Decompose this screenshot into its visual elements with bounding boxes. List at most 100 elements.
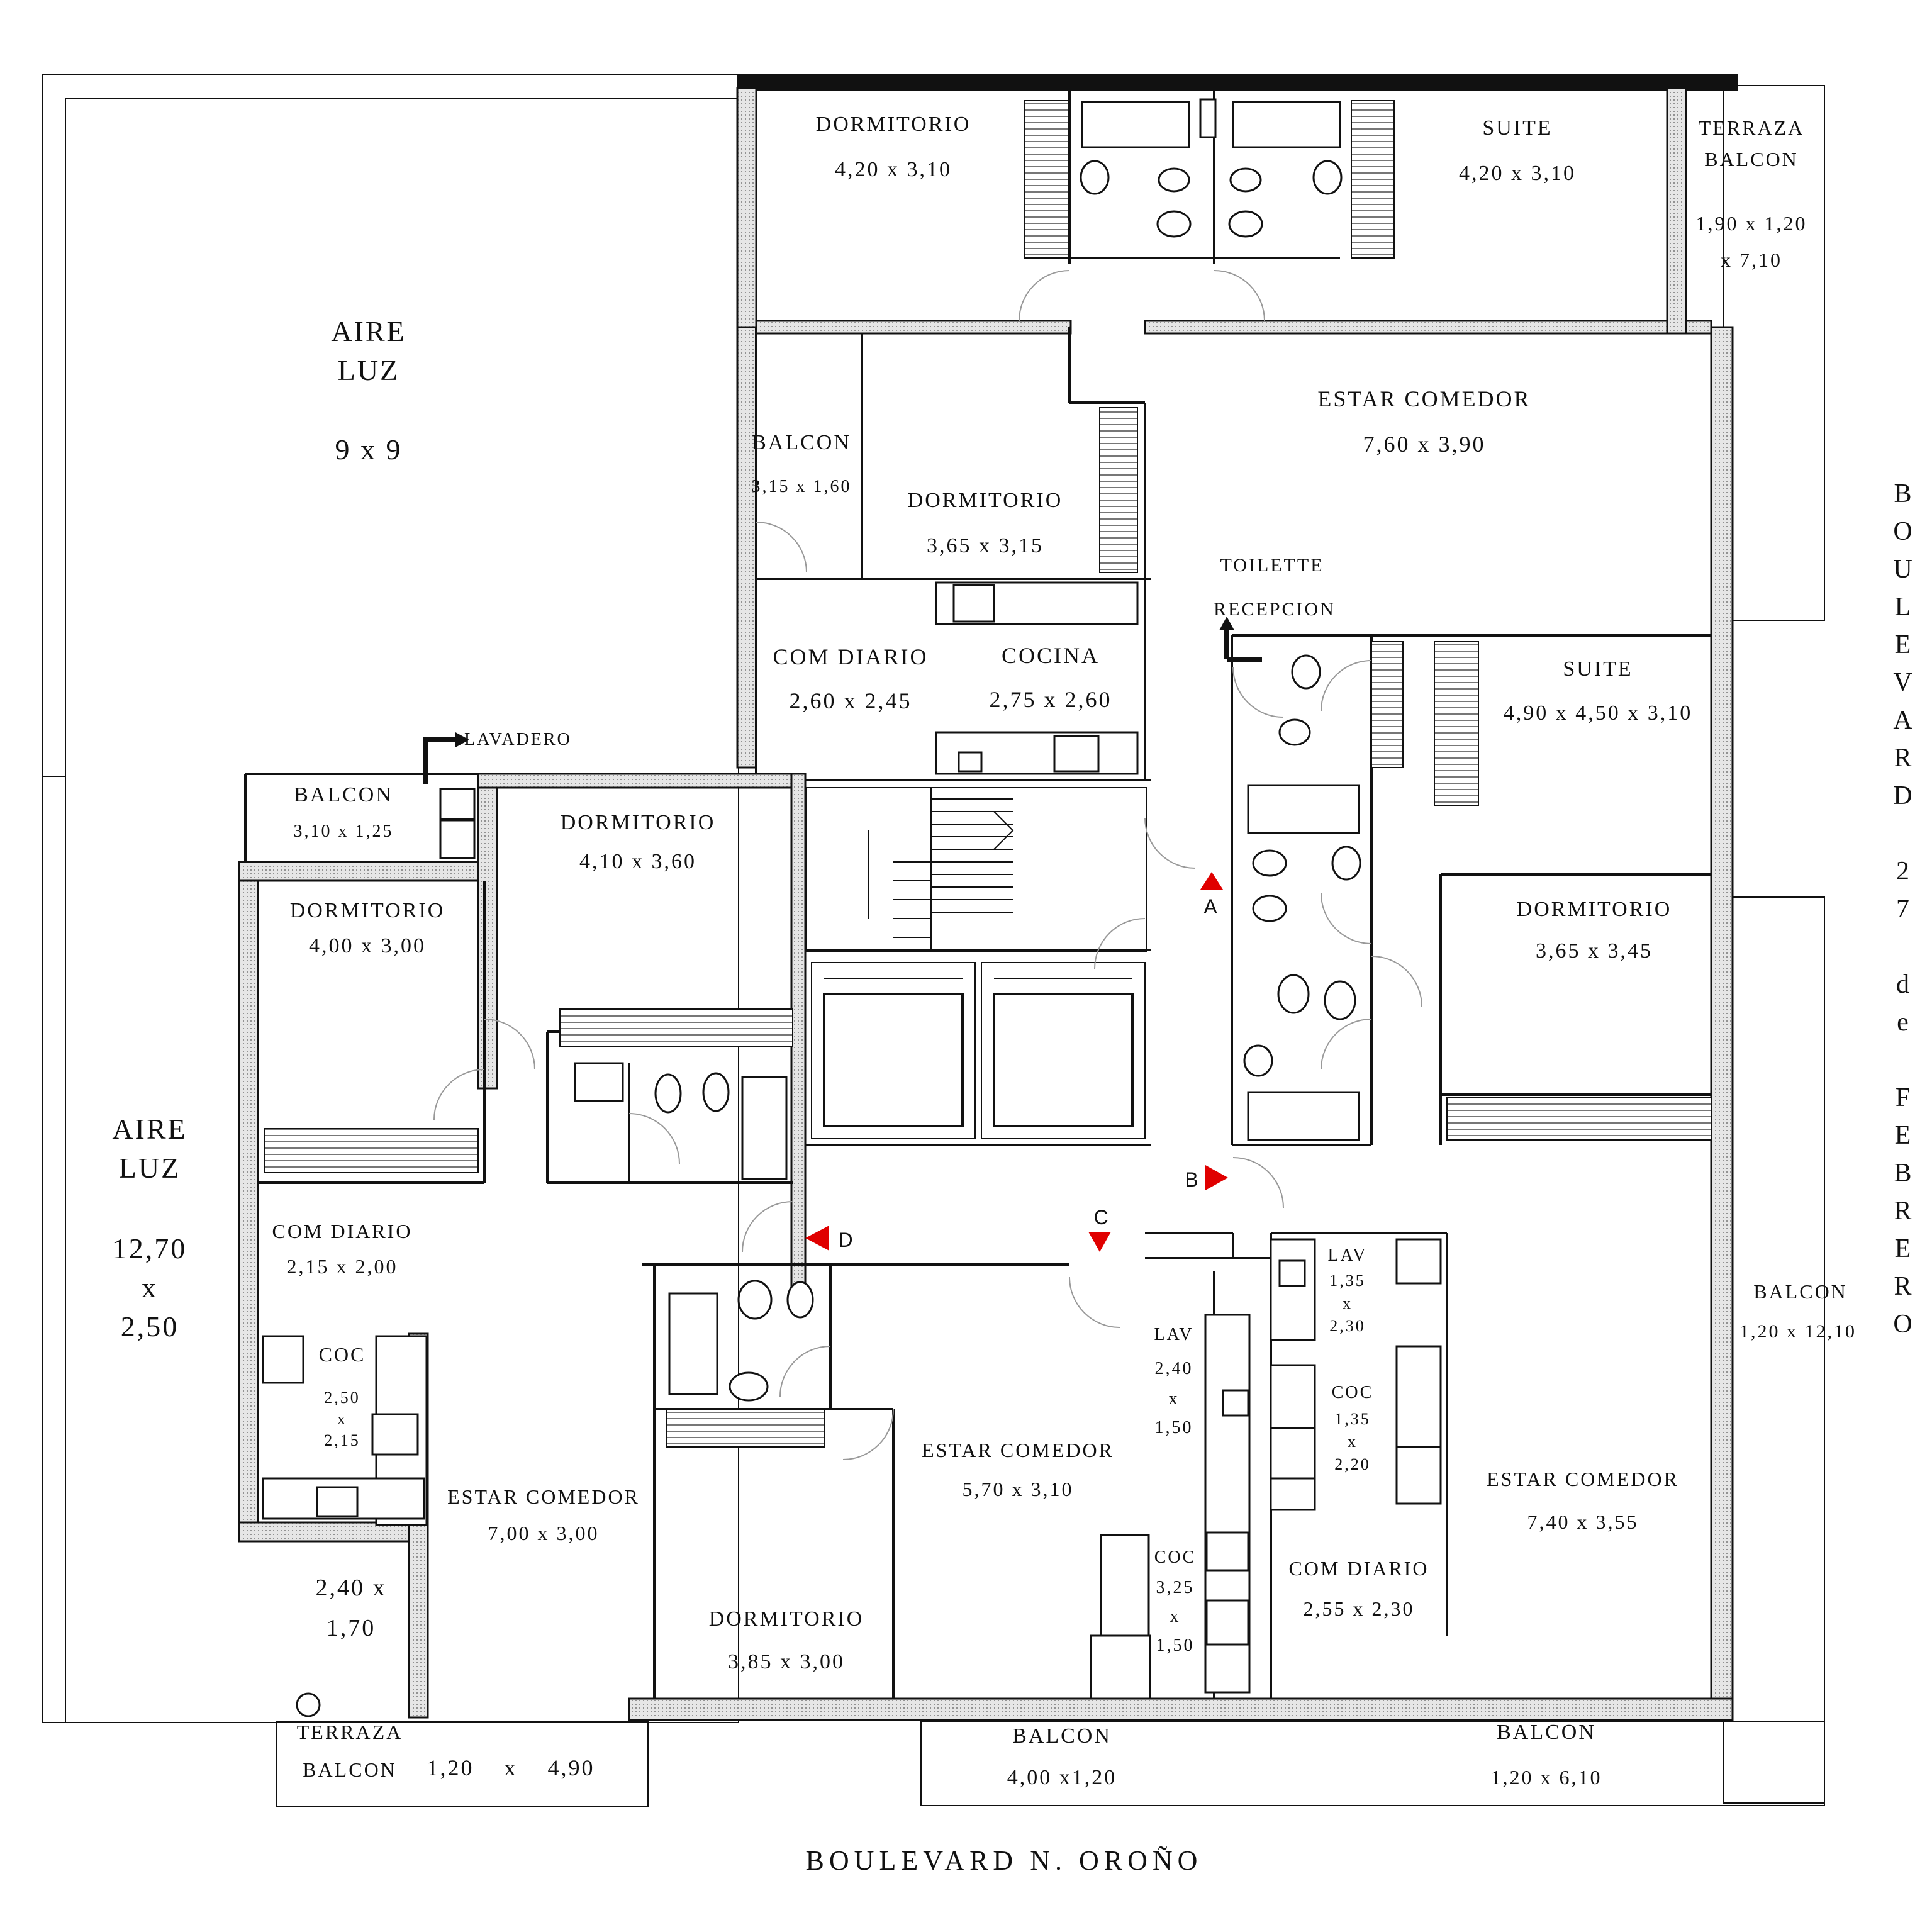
dormitorio-top-name: DORMITORIO bbox=[816, 113, 971, 136]
roof-edge bbox=[737, 74, 1738, 91]
aire-luz-top-line2: LUZ bbox=[338, 354, 399, 386]
street-right-letter: V bbox=[1893, 668, 1914, 697]
street-right-letter: e bbox=[1897, 1008, 1911, 1037]
recepcion-label: RECEPCION bbox=[1214, 599, 1336, 620]
marker-a-icon bbox=[1200, 872, 1223, 890]
balcon-right-name: BALCON bbox=[1753, 1280, 1848, 1303]
street-right-letter: F bbox=[1896, 1083, 1912, 1112]
lav-center-dims-a: 2,40 bbox=[1155, 1359, 1193, 1378]
coc-left-dims-a: 2,50 bbox=[324, 1388, 360, 1407]
marker-d-label: D bbox=[838, 1229, 852, 1251]
dormitorio-mid-name: DORMITORIO bbox=[908, 489, 1063, 512]
balcon-bottom-center-name: BALCON bbox=[1012, 1724, 1112, 1748]
street-right-letter: R bbox=[1894, 744, 1913, 773]
balcon-bottom-center-dims: 4,00 x1,20 bbox=[1007, 1766, 1117, 1789]
street-right-letter: L bbox=[1895, 593, 1913, 622]
com-diario-right-dims: 2,55 x 2,30 bbox=[1304, 1597, 1415, 1620]
lavadero-label: LAVADERO bbox=[464, 730, 572, 749]
street-right-letter: O bbox=[1893, 517, 1914, 546]
suite-right-name: SUITE bbox=[1563, 657, 1633, 681]
balcon-right-dims: 1,20 x 12,10 bbox=[1739, 1321, 1857, 1342]
com-diario-left-dims: 2,15 x 2,00 bbox=[287, 1255, 398, 1278]
toilette-label: TOILETTE bbox=[1220, 555, 1324, 576]
estar-comedor-left-dims: 7,00 x 3,00 bbox=[488, 1522, 600, 1544]
balcon-left-name: BALCON bbox=[294, 783, 393, 807]
balcon-bottom-right-dims: 1,20 x 6,10 bbox=[1491, 1766, 1602, 1789]
dormitorio-left-dims: 4,00 x 3,00 bbox=[309, 934, 426, 958]
street-right-letter: U bbox=[1893, 555, 1914, 584]
aire-luz-left-dims-a: 12,70 bbox=[113, 1232, 187, 1265]
coc-right-name: COC bbox=[1332, 1383, 1374, 1402]
drain-icon bbox=[296, 1692, 321, 1717]
lav-right-dims-b: x bbox=[1343, 1294, 1353, 1312]
coc-right-dims-b: x bbox=[1348, 1432, 1358, 1451]
street-right-letter: B bbox=[1894, 1159, 1913, 1188]
suite-top-dims: 4,20 x 3,10 bbox=[1459, 162, 1576, 185]
balcon-bottom-right-name: BALCON bbox=[1497, 1721, 1596, 1744]
marker-b-label: B bbox=[1185, 1168, 1198, 1191]
street-right-letter: R bbox=[1894, 1197, 1913, 1226]
suite-right-dims: 4,90 x 4,50 x 3,10 bbox=[1504, 701, 1693, 725]
dormitorio-center-left-name: DORMITORIO bbox=[561, 811, 716, 834]
elevators bbox=[811, 962, 1146, 1139]
marker-c-label: C bbox=[1093, 1206, 1108, 1229]
aire-luz-left-dims-b: x bbox=[142, 1271, 158, 1304]
coc-left-name: COC bbox=[319, 1343, 366, 1366]
com-diario-top-name: COM DIARIO bbox=[773, 644, 928, 669]
aire-luz-top-dims: 9 x 9 bbox=[335, 433, 403, 466]
terraza-balcon-bl-line1: TERRAZA bbox=[297, 1721, 403, 1743]
dormitorio-top-dims: 4,20 x 3,10 bbox=[835, 158, 952, 181]
street-right-letter: 7 bbox=[1896, 895, 1911, 924]
coc-center-dims-a: 3,25 bbox=[1156, 1578, 1195, 1597]
terraza-balcon-tr-line1: TERRAZA bbox=[1699, 116, 1805, 139]
lav-center-name: LAV bbox=[1154, 1325, 1194, 1344]
coc-center-name: COC bbox=[1154, 1548, 1197, 1567]
kitchen-counters bbox=[262, 581, 1442, 1700]
coc-right-dims-c: 2,20 bbox=[1334, 1455, 1371, 1473]
dormitorio-mid-dims: 3,65 x 3,15 bbox=[927, 534, 1044, 557]
street-right-letter: 2 bbox=[1896, 857, 1911, 886]
lav-center-dims-b: x bbox=[1169, 1389, 1180, 1409]
coc-left-dims-b: x bbox=[337, 1410, 347, 1428]
route-arrows bbox=[423, 617, 1262, 784]
dormitorio-right-dims: 3,65 x 3,45 bbox=[1536, 939, 1653, 963]
entry-markers bbox=[805, 872, 1228, 1252]
coc-left-dims-c: 2,15 bbox=[324, 1431, 360, 1449]
coc-right-dims-a: 1,35 bbox=[1334, 1410, 1371, 1428]
aire-luz-left-dims-c: 2,50 bbox=[121, 1310, 179, 1343]
dormitorio-right-name: DORMITORIO bbox=[1517, 898, 1672, 921]
bathroom-fixtures bbox=[574, 98, 1361, 1402]
com-diario-left-name: COM DIARIO bbox=[272, 1220, 413, 1242]
estar-comedor-left-name: ESTAR COMEDOR bbox=[447, 1485, 640, 1508]
com-diario-top-dims: 2,60 x 2,45 bbox=[790, 688, 912, 713]
lav-center-dims-c: 1,50 bbox=[1155, 1418, 1193, 1438]
terraza-left-dims-a: 2,40 x bbox=[316, 1575, 387, 1601]
estar-comedor-center-name: ESTAR COMEDOR bbox=[922, 1439, 1114, 1461]
staircase bbox=[806, 787, 1147, 952]
street-right-letter: d bbox=[1896, 970, 1911, 999]
aire-luz-top-line1: AIRE bbox=[331, 315, 406, 347]
street-right-letter: R bbox=[1894, 1272, 1913, 1301]
estar-comedor-right-name: ESTAR COMEDOR bbox=[1487, 1468, 1679, 1490]
terraza-left-dims-b: 1,70 bbox=[327, 1615, 376, 1641]
street-right-letter: B bbox=[1894, 479, 1913, 508]
closets bbox=[264, 100, 1712, 1448]
cocina-dims: 2,75 x 2,60 bbox=[990, 687, 1112, 712]
marker-c-icon bbox=[1088, 1232, 1111, 1252]
door-swings bbox=[433, 270, 1422, 1460]
dormitorio-center-left-dims: 4,10 x 3,60 bbox=[579, 850, 696, 873]
dormitorio-bottom-name: DORMITORIO bbox=[709, 1607, 864, 1631]
coc-center-dims-b: x bbox=[1170, 1607, 1181, 1626]
street-right-letter: E bbox=[1895, 630, 1913, 659]
suite-top-name: SUITE bbox=[1482, 116, 1552, 140]
street-bottom-label: BOULEVARD N. OROÑO bbox=[806, 1845, 1203, 1876]
aire-luz-left-line1: AIRE bbox=[112, 1113, 187, 1145]
dormitorio-left-name: DORMITORIO bbox=[290, 899, 445, 922]
marker-a-label: A bbox=[1203, 895, 1217, 918]
dormitorio-bottom-dims: 3,85 x 3,00 bbox=[728, 1650, 845, 1673]
marker-b-icon bbox=[1205, 1165, 1228, 1190]
terraza-balcon-tr-dims-b: x 7,10 bbox=[1721, 248, 1782, 271]
estar-comedor-center-dims: 5,70 x 3,10 bbox=[963, 1478, 1074, 1500]
